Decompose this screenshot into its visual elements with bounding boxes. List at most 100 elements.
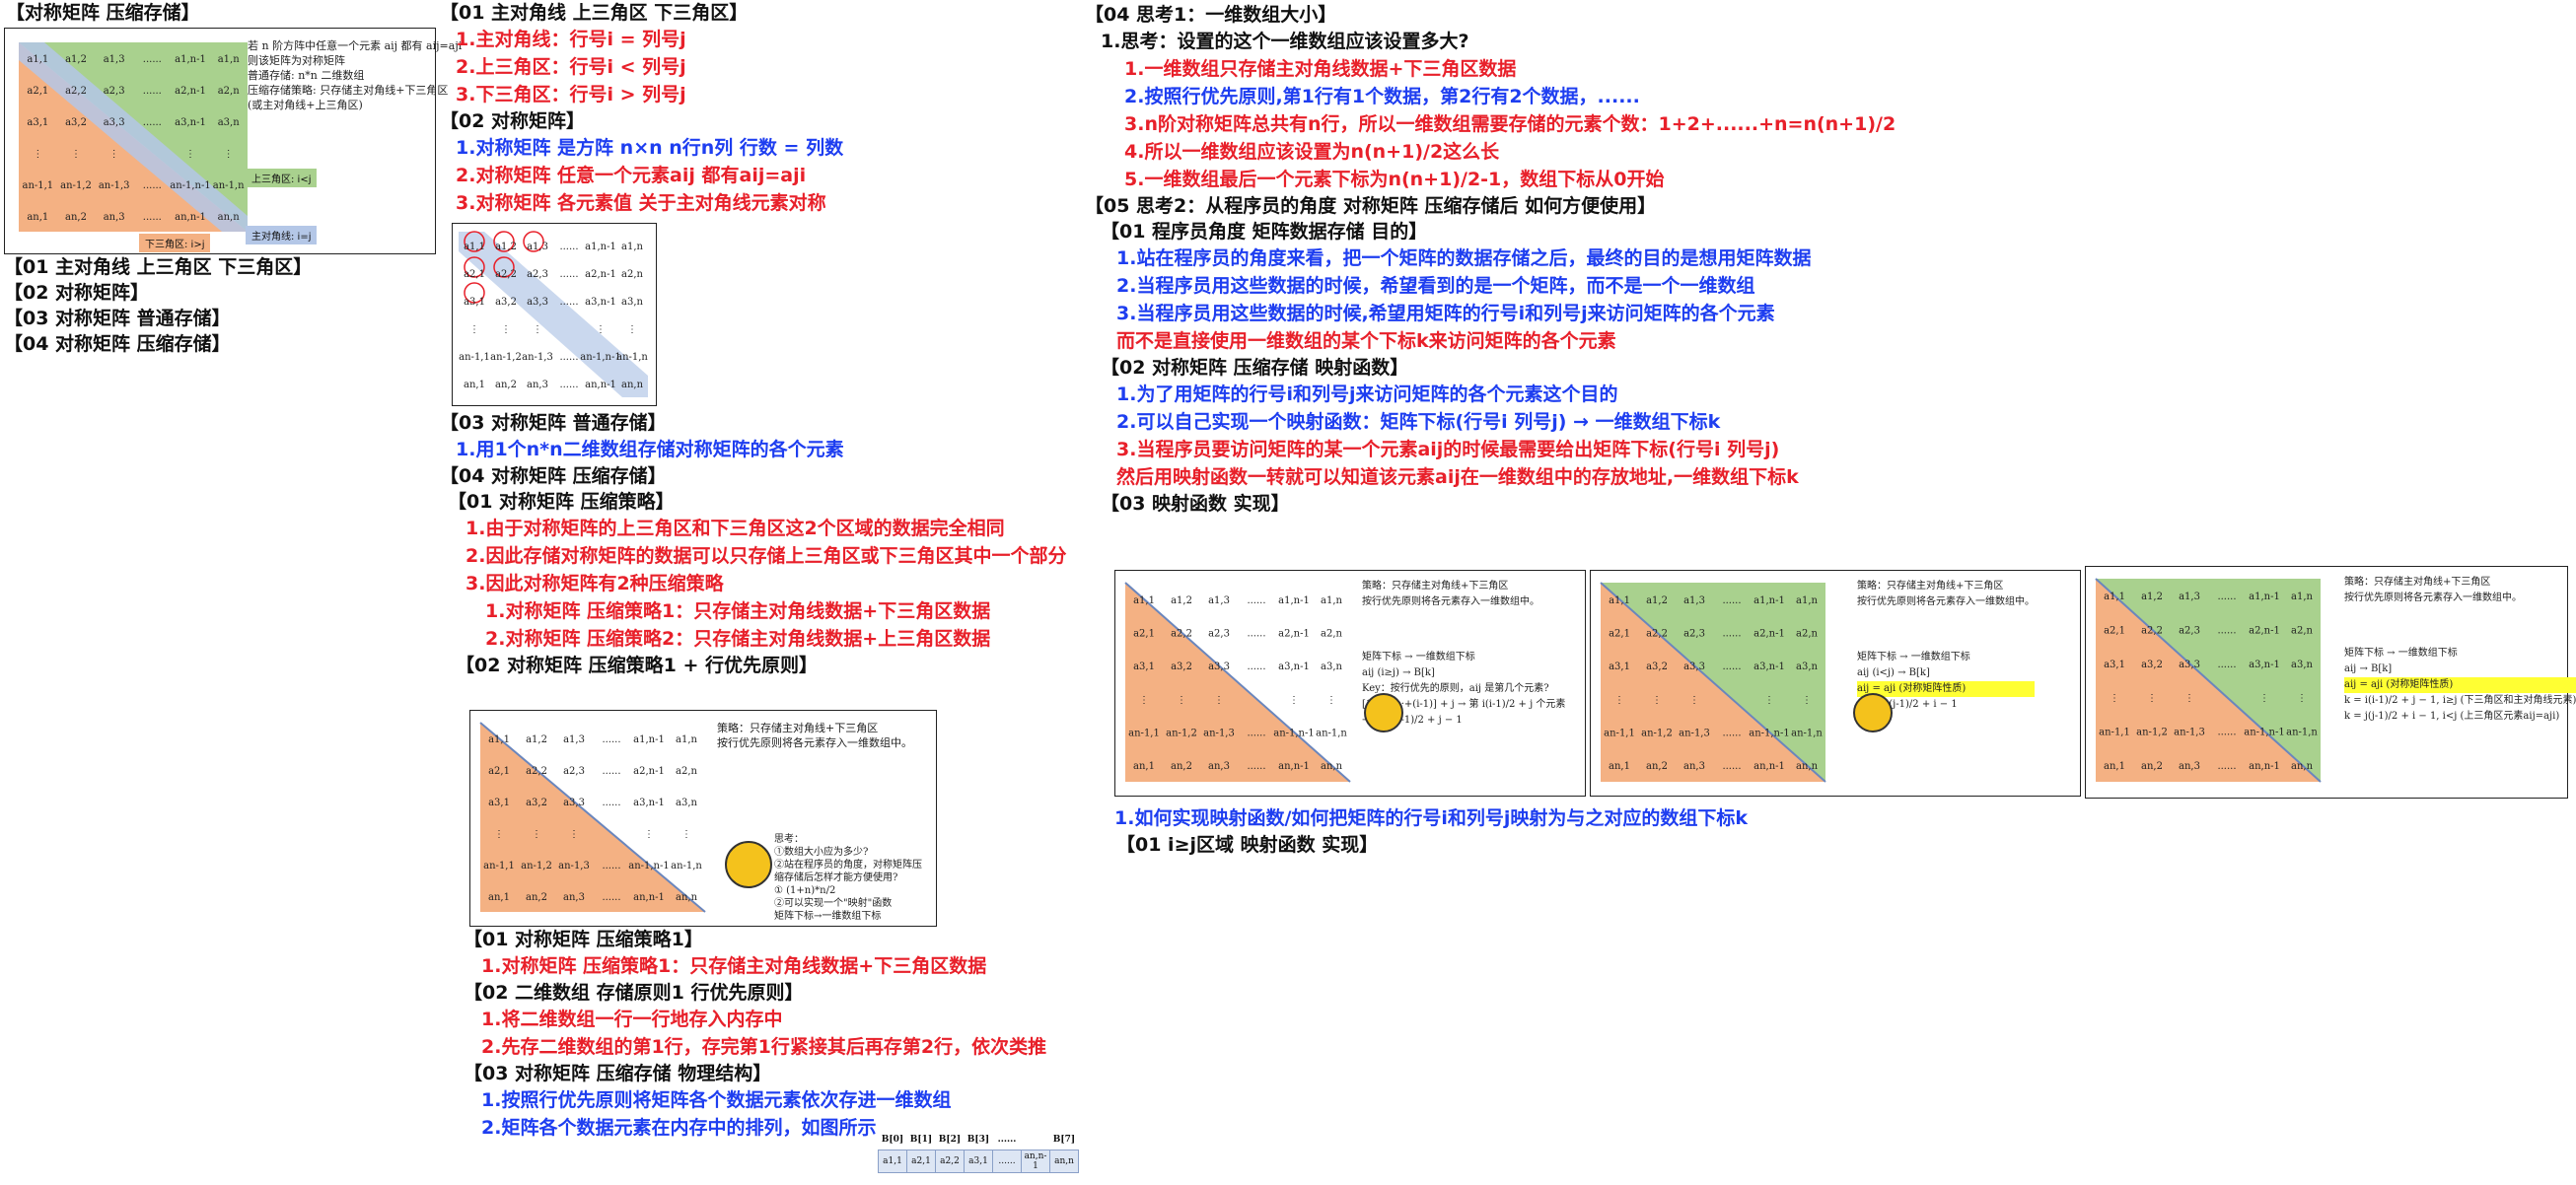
think2-02-item-2: 2.可以自己实现一个映射函数：矩阵下标(行号i 列号j) → 一维数组下标k [1116,411,1721,433]
fig3b-line-1: 策略：只存储主对角线+下三角区 [1857,581,2004,592]
s0401-sub-1: 1.对称矩阵 压缩策略1：只存储主对角线数据+下三角区数据 [485,600,991,622]
matrix-element: a2,n-1 [2249,626,2280,637]
matrix-element: an,3 [1208,761,1230,772]
matrix-element: a2,3 [2179,626,2200,637]
array-cell: a1,1 [878,1150,907,1173]
matrix-element: an,2 [495,380,517,390]
matrix-element: an-1,2 [521,861,552,871]
matrix-element: an-1,1 [459,352,490,363]
matrix-element: ...... [1247,729,1265,739]
array-cell: ...... [992,1150,1022,1173]
think1-title: 【04 思考1：一维数组大小】 [1085,4,1337,26]
matrix-element: a3,2 [526,798,547,808]
matrix-element: a1,n-1 [1753,595,1785,606]
matrix-element: a3,3 [1683,662,1705,672]
matrix-element: ...... [1247,662,1265,672]
matrix-element: ⋮ [185,149,195,160]
matrix-element: an-1,2 [1166,729,1197,739]
matrix-element: a2,n-1 [1753,629,1785,640]
matrix-element: an,2 [1171,761,1192,772]
thinking-face-icon [1853,693,1893,732]
outline-item-3: 【03 对称矩阵 普通存储】 [4,308,231,329]
matrix-element: ⋮ [533,324,542,335]
matrix-element: an,n [676,892,698,903]
matrix-element: a3,n [2291,660,2314,670]
matrix-element: ⋮ [644,829,654,840]
matrix-element: a1,2 [2141,592,2163,602]
matrix-element: an,1 [464,380,485,390]
tag-lower: 下三角区: i>j [139,234,211,252]
matrix-element: an,n-1 [585,380,616,390]
matrix-element: a2,3 [104,86,125,97]
s0401-item-1: 1.由于对称矩阵的上三角区和下三角区这2个区域的数据完全相同 [465,518,1005,539]
fig3a-line-7: → k= i(i-1)/2 + j − 1 [1362,715,1463,726]
matrix-element: a3,3 [104,117,125,128]
fig3c-line-5: aij = aji (对称矩阵性质) [2344,677,2576,693]
matrix-element: a1,2 [495,242,517,252]
outline-item-1: 【01 主对角线 上三角区 下三角区】 [4,256,313,278]
matrix-element: a3,n-1 [585,297,616,308]
matrix-element: a2,n-1 [585,269,616,280]
matrix-element: ⋮ [1177,695,1186,706]
matrix-element: a2,n [2291,626,2314,637]
matrix-element: ⋮ [627,324,637,335]
matrix-element: a2,n [1796,629,1819,640]
matrix-element: an-1,2 [60,180,92,191]
matrix-element: a1,n-1 [175,54,206,65]
matrix-element: ⋮ [2147,693,2157,704]
matrix-element: a1,3 [1208,595,1230,606]
matrix-element: an-1,1 [483,861,515,871]
think2-02-title: 【02 对称矩阵 压缩存储 映射函数】 [1101,357,1409,379]
matrix-element: a3,n-1 [175,117,206,128]
matrix-element: ⋮ [1214,695,1224,706]
matrix-element: ...... [1247,629,1265,640]
matrix-element: a1,n [676,734,698,745]
s0401-item-3: 3.因此对称矩阵有2种压缩策略 [465,573,724,594]
matrix-element: ...... [143,180,162,191]
think1-item-4: 4.所以一维数组应该设置为n(n+1)/2这么长 [1124,141,1500,163]
matrix-element: an-1,1 [2099,728,2130,738]
matrix-element: a2,n-1 [633,766,665,777]
sub01-item: 1.对称矩阵 压缩策略1：只存储主对角线数据+下三角区数据 [481,955,987,977]
matrix-element: a3,2 [1171,662,1192,672]
matrix-element: ⋮ [1764,695,1774,706]
matrix-element: a3,3 [1208,662,1230,672]
fig3b-line-2: 按行优先原则将各元素存入一维数组中。 [1857,596,2035,607]
sub01-title: 【01 对称矩阵 压缩策略1】 [464,929,703,950]
matrix-element: an-1,3 [2174,728,2205,738]
fig2-think-5: ① (1+n)*n/2 [774,885,836,896]
matrix-element: a2,n [621,269,644,280]
matrix-element: an,n-1 [175,212,206,223]
matrix-element: a3,2 [1646,662,1668,672]
matrix-element: ...... [143,54,162,65]
matrix-element: a3,n-1 [1753,662,1785,672]
matrix-element: ...... [2217,761,2236,772]
matrix-element: a3,n [1321,662,1343,672]
s02-item-2: 2.对称矩阵 任意一个元素aij 都有aij=aji [456,165,807,186]
matrix-element: an,n [1321,761,1343,772]
matrix-element: ...... [559,352,578,363]
matrix-element: a2,1 [2104,626,2125,637]
s01-item-1: 1.主对角线：行号i = 列号j [456,29,686,50]
matrix-element: an,n-1 [1753,761,1785,772]
s03-item: 1.用1个n*n二维数组存储对称矩阵的各个元素 [456,439,844,460]
matrix-element: a2,2 [1646,629,1668,640]
s04-02-title: 【02 对称矩阵 压缩策略1 + 行优先原则】 [456,655,819,676]
s01-item-2: 2.上三角区：行号i < 列号j [456,56,686,78]
matrix-element: ⋮ [71,149,81,160]
fig-note-2: 则该矩阵为对称矩阵 [248,54,345,67]
matrix-element: ...... [602,734,620,745]
fig3a-line-1: 策略：只存储主对角线+下三角区 [1362,581,1509,592]
think1-item-5: 5.一维数组最后一个元素下标为n(n+1)/2-1，数组下标从0开始 [1124,169,1665,190]
matrix-element: a1,3 [1683,595,1705,606]
fig2-think-2: ①数组大小应为多少? [774,847,869,858]
matrix-element: an-1,n-1 [1749,729,1790,739]
matrix-element: a1,1 [27,54,48,65]
fig2-line-2: 按行优先原则将各元素存入一维数组中。 [717,736,912,749]
matrix-element: a1,n-1 [585,242,616,252]
sub03-item-2: 2.矩阵各个数据元素在内存中的排列，如图所示 [481,1117,877,1139]
matrix-element: an,1 [2104,761,2125,772]
matrix-element: a2,2 [1171,629,1192,640]
matrix-element: ...... [559,242,578,252]
